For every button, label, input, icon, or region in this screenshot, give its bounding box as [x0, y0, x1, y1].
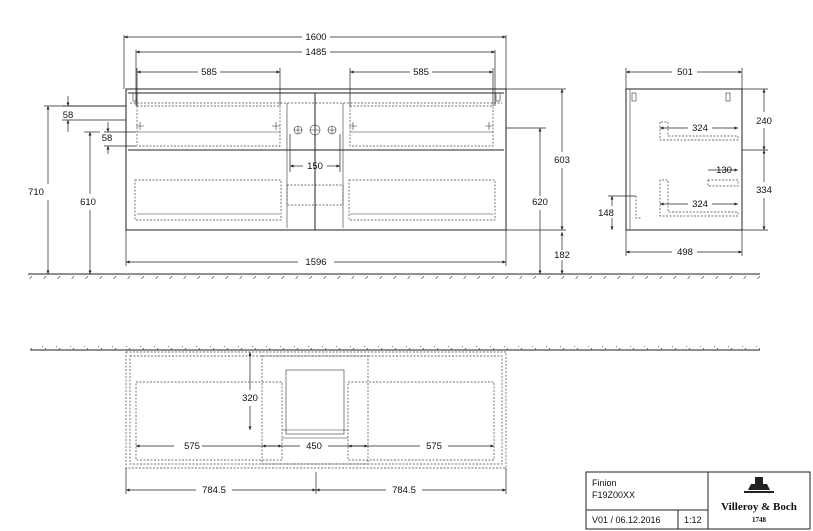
- dim-upper-inner: 324: [692, 123, 708, 134]
- dim-overall-width: 1600: [305, 32, 326, 43]
- dim-body-width: 1596: [305, 257, 326, 268]
- dim-floor-gap: 182: [554, 250, 570, 261]
- dim-left-span: 575: [184, 441, 200, 452]
- dim-inner-width: 1485: [305, 47, 326, 58]
- article-code: F19Z00XX: [592, 490, 635, 500]
- version-date: V01 / 06.12.2016: [592, 515, 661, 525]
- dim-drawer-width-right: 585: [413, 67, 429, 78]
- plan-view: 320 575 450 575 784.5 784.5: [30, 346, 760, 496]
- brand-logo: Villeroy & Boch 1748: [721, 477, 797, 524]
- dim-right-span: 575: [426, 441, 442, 452]
- floor-line: [28, 273, 760, 279]
- dim-lower-height: 334: [756, 185, 772, 196]
- dim-cutout-depth: 320: [242, 393, 258, 404]
- dim-pipe-depth: 130: [716, 165, 732, 176]
- title-block: Finion F19Z00XX V01 / 06.12.2016 1:12 Vi…: [585, 471, 811, 530]
- product-name: Finion: [592, 478, 617, 488]
- vanity-unit-front: [125, 88, 507, 231]
- brand-year: 1748: [752, 516, 767, 524]
- dim-pipe-height: 148: [598, 208, 614, 219]
- dim-half-right: 784.5: [392, 485, 416, 496]
- dim-half-left: 784.5: [202, 485, 226, 496]
- dim-top-offset-2: 58: [102, 133, 113, 144]
- dim-overall-height: 710: [28, 187, 44, 198]
- dim-height-620: 620: [532, 197, 548, 208]
- dim-body-height: 603: [554, 155, 570, 166]
- brand-name: Villeroy & Boch: [721, 501, 797, 513]
- dim-center-span: 450: [306, 441, 322, 452]
- dim-upper-height: 240: [756, 116, 772, 127]
- dim-drawer-width-left: 585: [201, 67, 217, 78]
- drawing-scale: 1:12: [684, 515, 702, 525]
- dim-depth-bottom: 498: [677, 247, 693, 258]
- dim-depth-top: 501: [677, 67, 693, 78]
- dim-top-offset: 58: [63, 110, 74, 121]
- dim-bottom-height: 610: [80, 197, 96, 208]
- side-view: 501 324 130 324 240 334 148 498: [598, 67, 772, 258]
- wall-line: [30, 346, 760, 351]
- front-view: 1600 1485 585 585 710 58: [28, 32, 760, 279]
- dim-lower-inner: 324: [692, 199, 708, 210]
- dim-center-width: 150: [307, 161, 323, 172]
